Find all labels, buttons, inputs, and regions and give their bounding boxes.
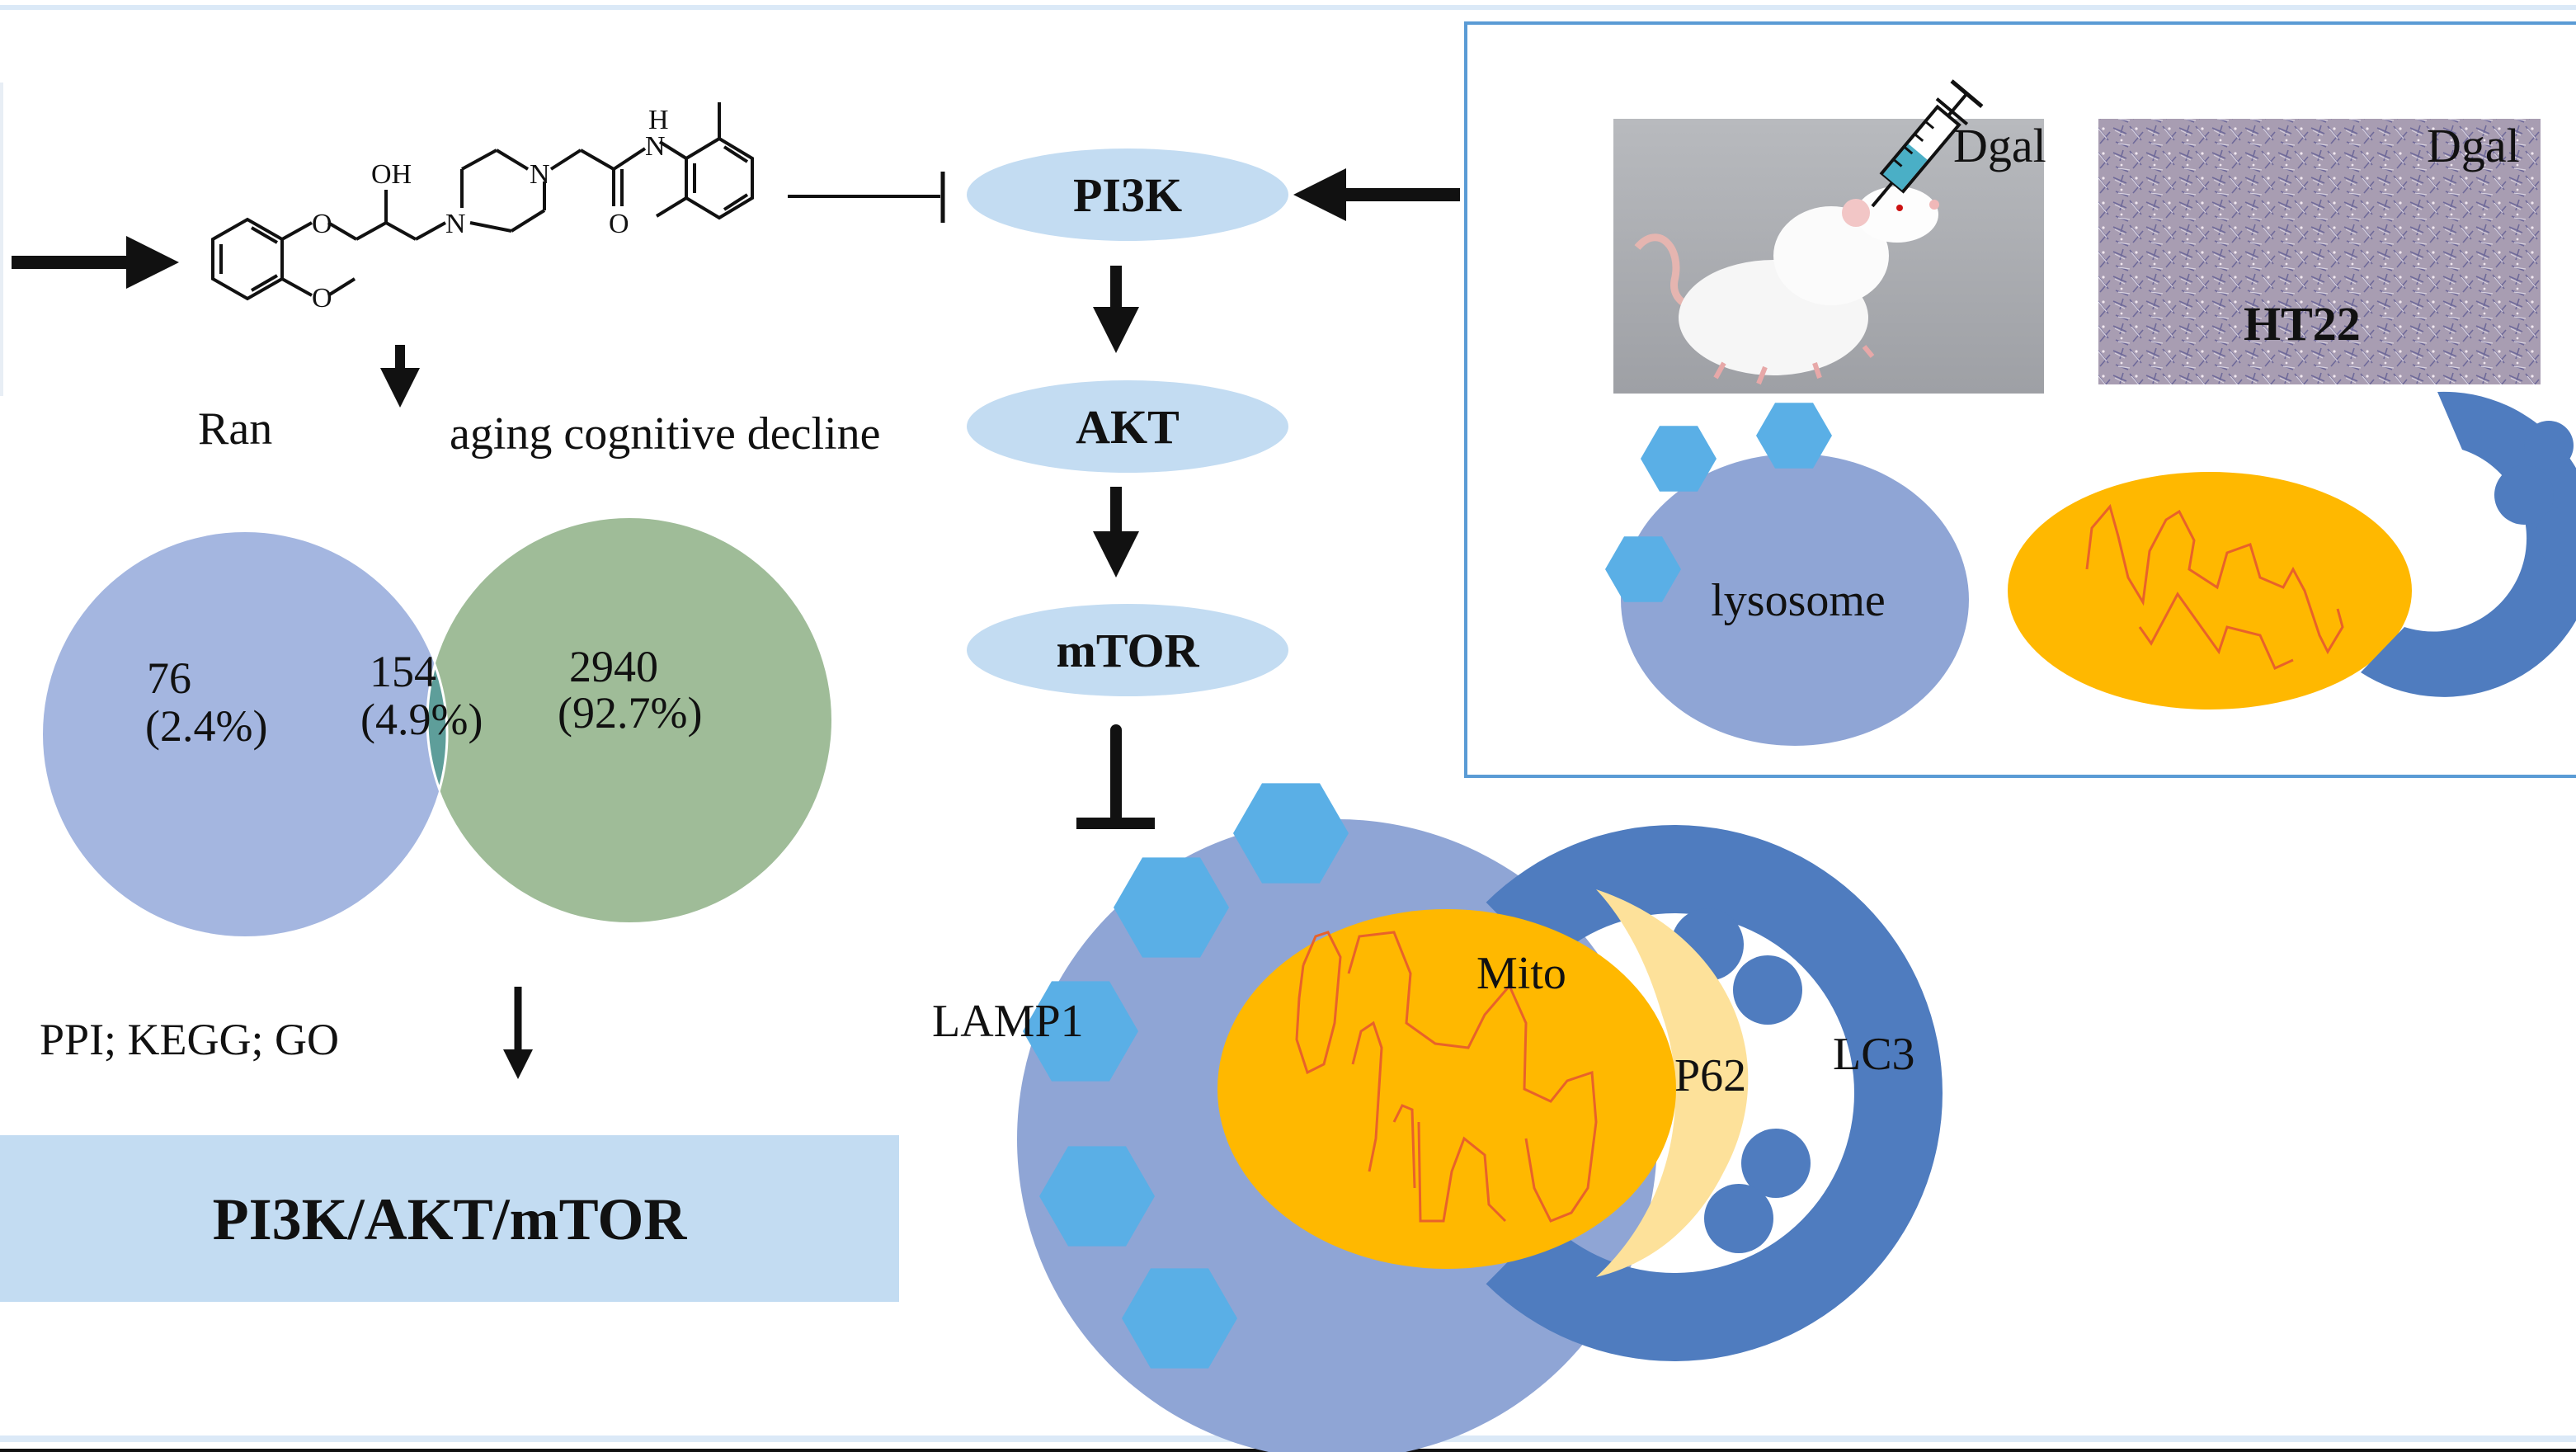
model-box	[1464, 21, 2576, 778]
rat-photo	[1613, 79, 2044, 394]
lc3-label: LC3	[1833, 1029, 1915, 1080]
top-border-line	[0, 5, 2576, 10]
left-edge-line	[0, 82, 3, 396]
atom-n1: N	[445, 209, 466, 239]
node-mtor-label: mTOR	[1057, 624, 1200, 677]
atom-o1: O	[312, 209, 332, 239]
analysis-label: PPI; KEGG; GO	[40, 1015, 339, 1064]
structure-atom-labels: O OH N N O N H O	[312, 105, 669, 314]
mito-label: Mito	[1476, 948, 1566, 999]
lamp1-hexagon-small	[1756, 403, 1832, 469]
p62-crescent	[1596, 889, 1749, 1277]
mito-cristae-3	[1347, 931, 1598, 1223]
venn-overlap-percent: (4.9%)	[360, 695, 483, 744]
venn-only-a-count: 76	[147, 653, 191, 703]
venn-only-b-count: 2940	[569, 642, 658, 691]
p62-label: P62	[1674, 1050, 1746, 1101]
node-akt-label: AKT	[1076, 400, 1180, 454]
atom-oh: OH	[371, 159, 412, 190]
small-lamp1-hexagons	[1605, 403, 1832, 602]
lamp1-hexagon-small	[1605, 536, 1681, 602]
lamp1-hexagon	[1122, 1268, 1237, 1369]
mito-cristae	[1295, 931, 1342, 1075]
lamp1-label: LAMP1	[932, 996, 1084, 1047]
venn-circle-ran	[43, 532, 447, 936]
lamp1-hexagon	[1039, 1146, 1155, 1247]
pathway-nodes	[967, 148, 1288, 696]
lamp1-hexagon	[1114, 857, 1229, 958]
small-lc3-dot	[2494, 465, 2554, 525]
small-lc3-dot	[2524, 421, 2574, 470]
lamp1-hexagon-small	[1641, 426, 1717, 492]
small-mito-cristae	[2085, 503, 2344, 655]
node-pi3k	[967, 148, 1288, 241]
node-mtor	[967, 604, 1288, 696]
venn-only-b-percent: (92.7%)	[558, 688, 702, 738]
atom-nh-n: N	[645, 131, 666, 162]
venn-overlap-count: 154	[370, 647, 436, 696]
node-pi3k-label: PI3K	[1073, 168, 1182, 222]
small-lysosome	[1621, 454, 1969, 746]
venn-set-b-label: aging cognitive decline	[450, 408, 880, 460]
ht22-cell-image	[2098, 119, 2541, 384]
small-lc3-dot	[2536, 507, 2576, 566]
ht22-label: HT22	[2244, 297, 2361, 351]
venn-only-a-percent: (2.4%)	[145, 701, 267, 751]
venn-diagram	[43, 518, 831, 936]
lysosome-label: lysosome	[1711, 575, 1886, 626]
mito-cristae-2	[1351, 1021, 1383, 1172]
node-akt	[967, 380, 1288, 473]
inhibit-mtor-to-autophagy	[1076, 724, 1155, 829]
mitochondrion	[1217, 909, 1676, 1269]
atom-carbonyl-o: O	[609, 209, 629, 239]
lc3-autophagosome-ring	[1486, 825, 1943, 1361]
lamp1-hexagon	[1023, 981, 1138, 1082]
ranolazine-structure	[211, 102, 945, 301]
mito-cristae-4	[1417, 1121, 1507, 1223]
small-mito-cristae-2	[2138, 592, 2294, 670]
venn-set-a-label: Ran	[198, 403, 272, 455]
venn-overlap	[426, 661, 449, 794]
lamp1-hexagon	[1233, 783, 1349, 884]
venn-values: 76 (2.4%) 154 (4.9%) 2940 (92.7%)	[145, 642, 702, 751]
result-box	[0, 1135, 899, 1302]
syringe-icon	[1871, 79, 1984, 208]
atom-nh-h: H	[648, 105, 669, 135]
mito-cristae-5	[1392, 1104, 1416, 1189]
venn-circle-aging	[427, 518, 831, 922]
small-mitochondrion	[2008, 472, 2412, 710]
atom-n2: N	[530, 159, 550, 190]
cell-dgal-label: Dgal	[2427, 119, 2520, 172]
rat-dgal-label: Dgal	[1953, 119, 2046, 172]
result-box-label: PI3K/AKT/mTOR	[213, 1186, 688, 1252]
atom-o2: O	[312, 283, 332, 314]
lamp1-hexagons	[1023, 783, 1349, 1369]
